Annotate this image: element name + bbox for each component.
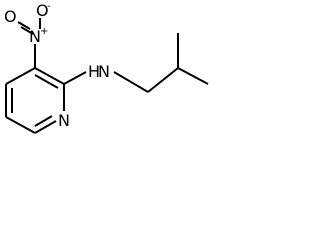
ring-bond-c6-n1 [34, 120, 57, 134]
ring-bond-c5-c6 [5, 116, 36, 134]
bond-ch2-ch [147, 67, 179, 93]
bond-amine-n-ch2 [113, 71, 149, 93]
atom-labels: O - O N + N H N [4, 1, 110, 130]
ring-bond-c3-c4 [5, 67, 36, 85]
bond-nitro-n-o-left [17, 21, 31, 30]
nitro-oxygen-top: O [36, 1, 49, 20]
nitro-nitrogen: N [29, 27, 41, 46]
amine-nitrogen: N [98, 62, 110, 81]
nitro-nitrogen-charge: + [40, 26, 48, 37]
nitro-oxygen-top-charge: - [47, 1, 51, 12]
ring-nitrogen: N [58, 111, 70, 130]
isobutylamino-chain [63, 33, 209, 93]
ring-double-c2-c3 [34, 74, 59, 89]
pyridine-ring [5, 67, 65, 134]
bond-nitro-n-o-left-double [20, 26, 34, 35]
ring-bond-c2-c3 [34, 67, 65, 85]
nitro-oxygen-left: O [4, 7, 17, 26]
amine-hydrogen: H [88, 62, 100, 81]
nitro-group [17, 18, 41, 68]
ring-double-c6-n1 [34, 115, 53, 127]
bond-c2-amine-n [63, 71, 87, 85]
structure-diagram: O - O N + N H N [4, 1, 209, 134]
bond-ch-methyl-right [177, 67, 209, 85]
